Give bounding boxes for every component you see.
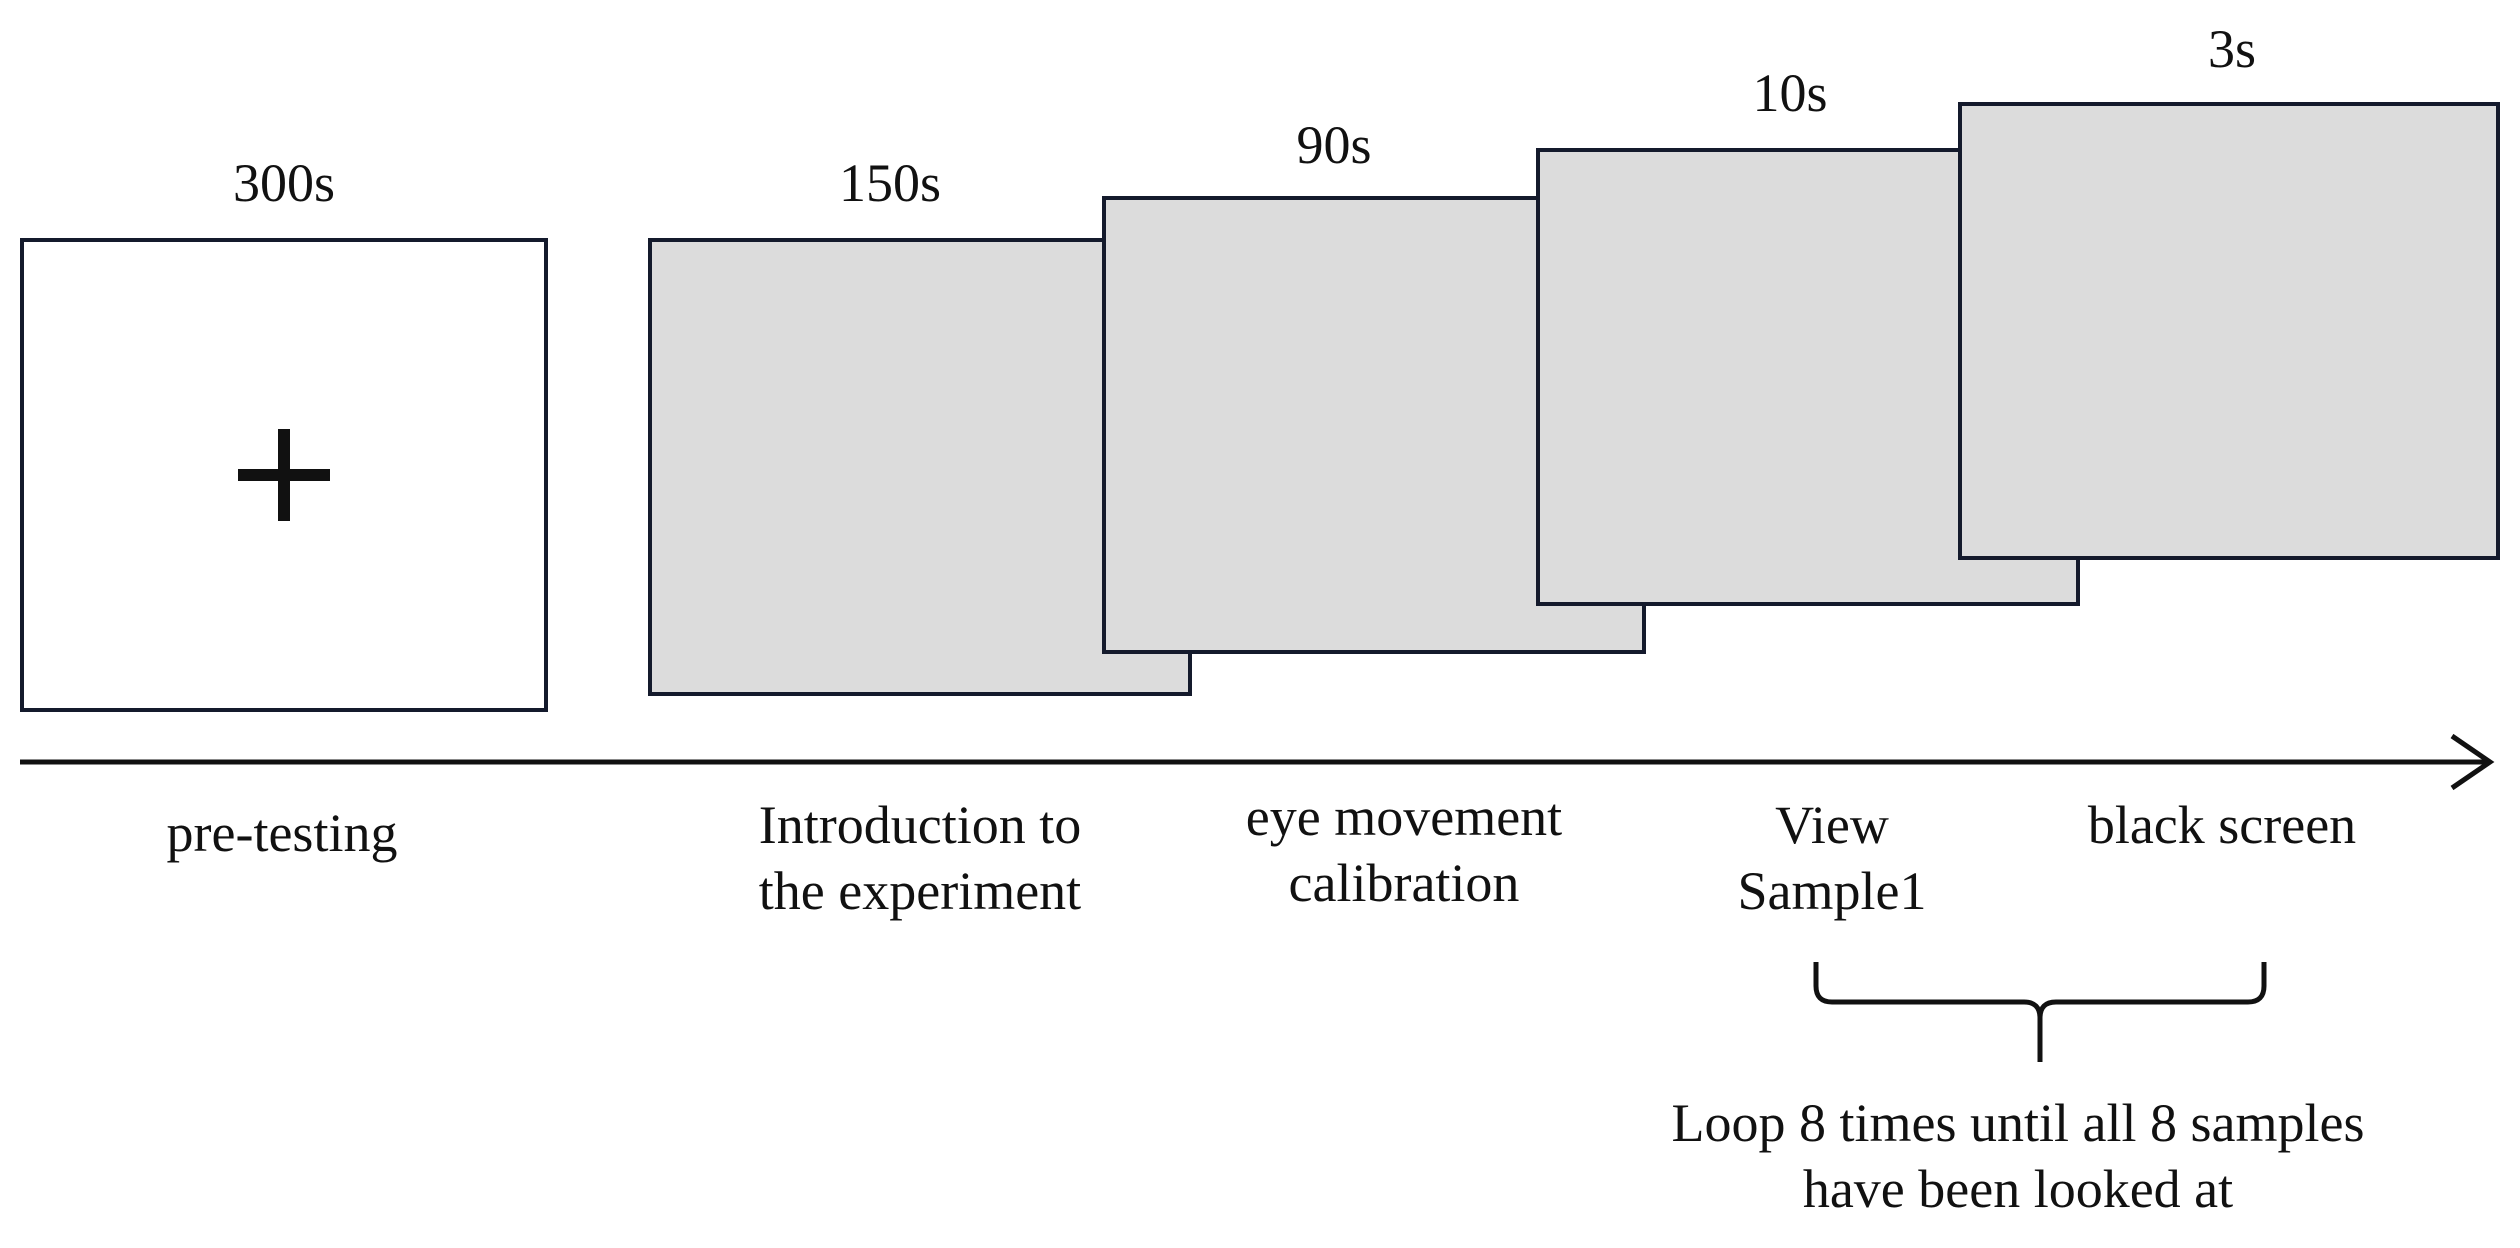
duration-black-screen: 3s bbox=[2207, 19, 2257, 79]
timeline-arrowhead-icon bbox=[2450, 733, 2495, 791]
duration-calibration: 90s bbox=[1296, 115, 1372, 175]
label-introduction: Introduction to the experiment bbox=[758, 795, 1082, 921]
fixation-cross-icon bbox=[238, 429, 330, 521]
label-calibration: eye movement calibration bbox=[1245, 787, 1563, 913]
loop-note: Loop 8 times until all 8 samples have be… bbox=[1671, 1093, 2365, 1219]
duration-view-sample: 10s bbox=[1752, 63, 1828, 123]
duration-introduction: 150s bbox=[838, 153, 942, 213]
label-view-sample: View Sample1 bbox=[1737, 795, 1927, 921]
screen-pre-testing bbox=[20, 238, 548, 712]
screen-black-screen bbox=[1958, 102, 2500, 560]
duration-pre-testing: 300s bbox=[232, 153, 336, 213]
loop-brace bbox=[1813, 962, 2267, 1062]
label-black-screen: black screen bbox=[2087, 795, 2357, 855]
label-pre-testing: pre-testing bbox=[166, 803, 398, 863]
